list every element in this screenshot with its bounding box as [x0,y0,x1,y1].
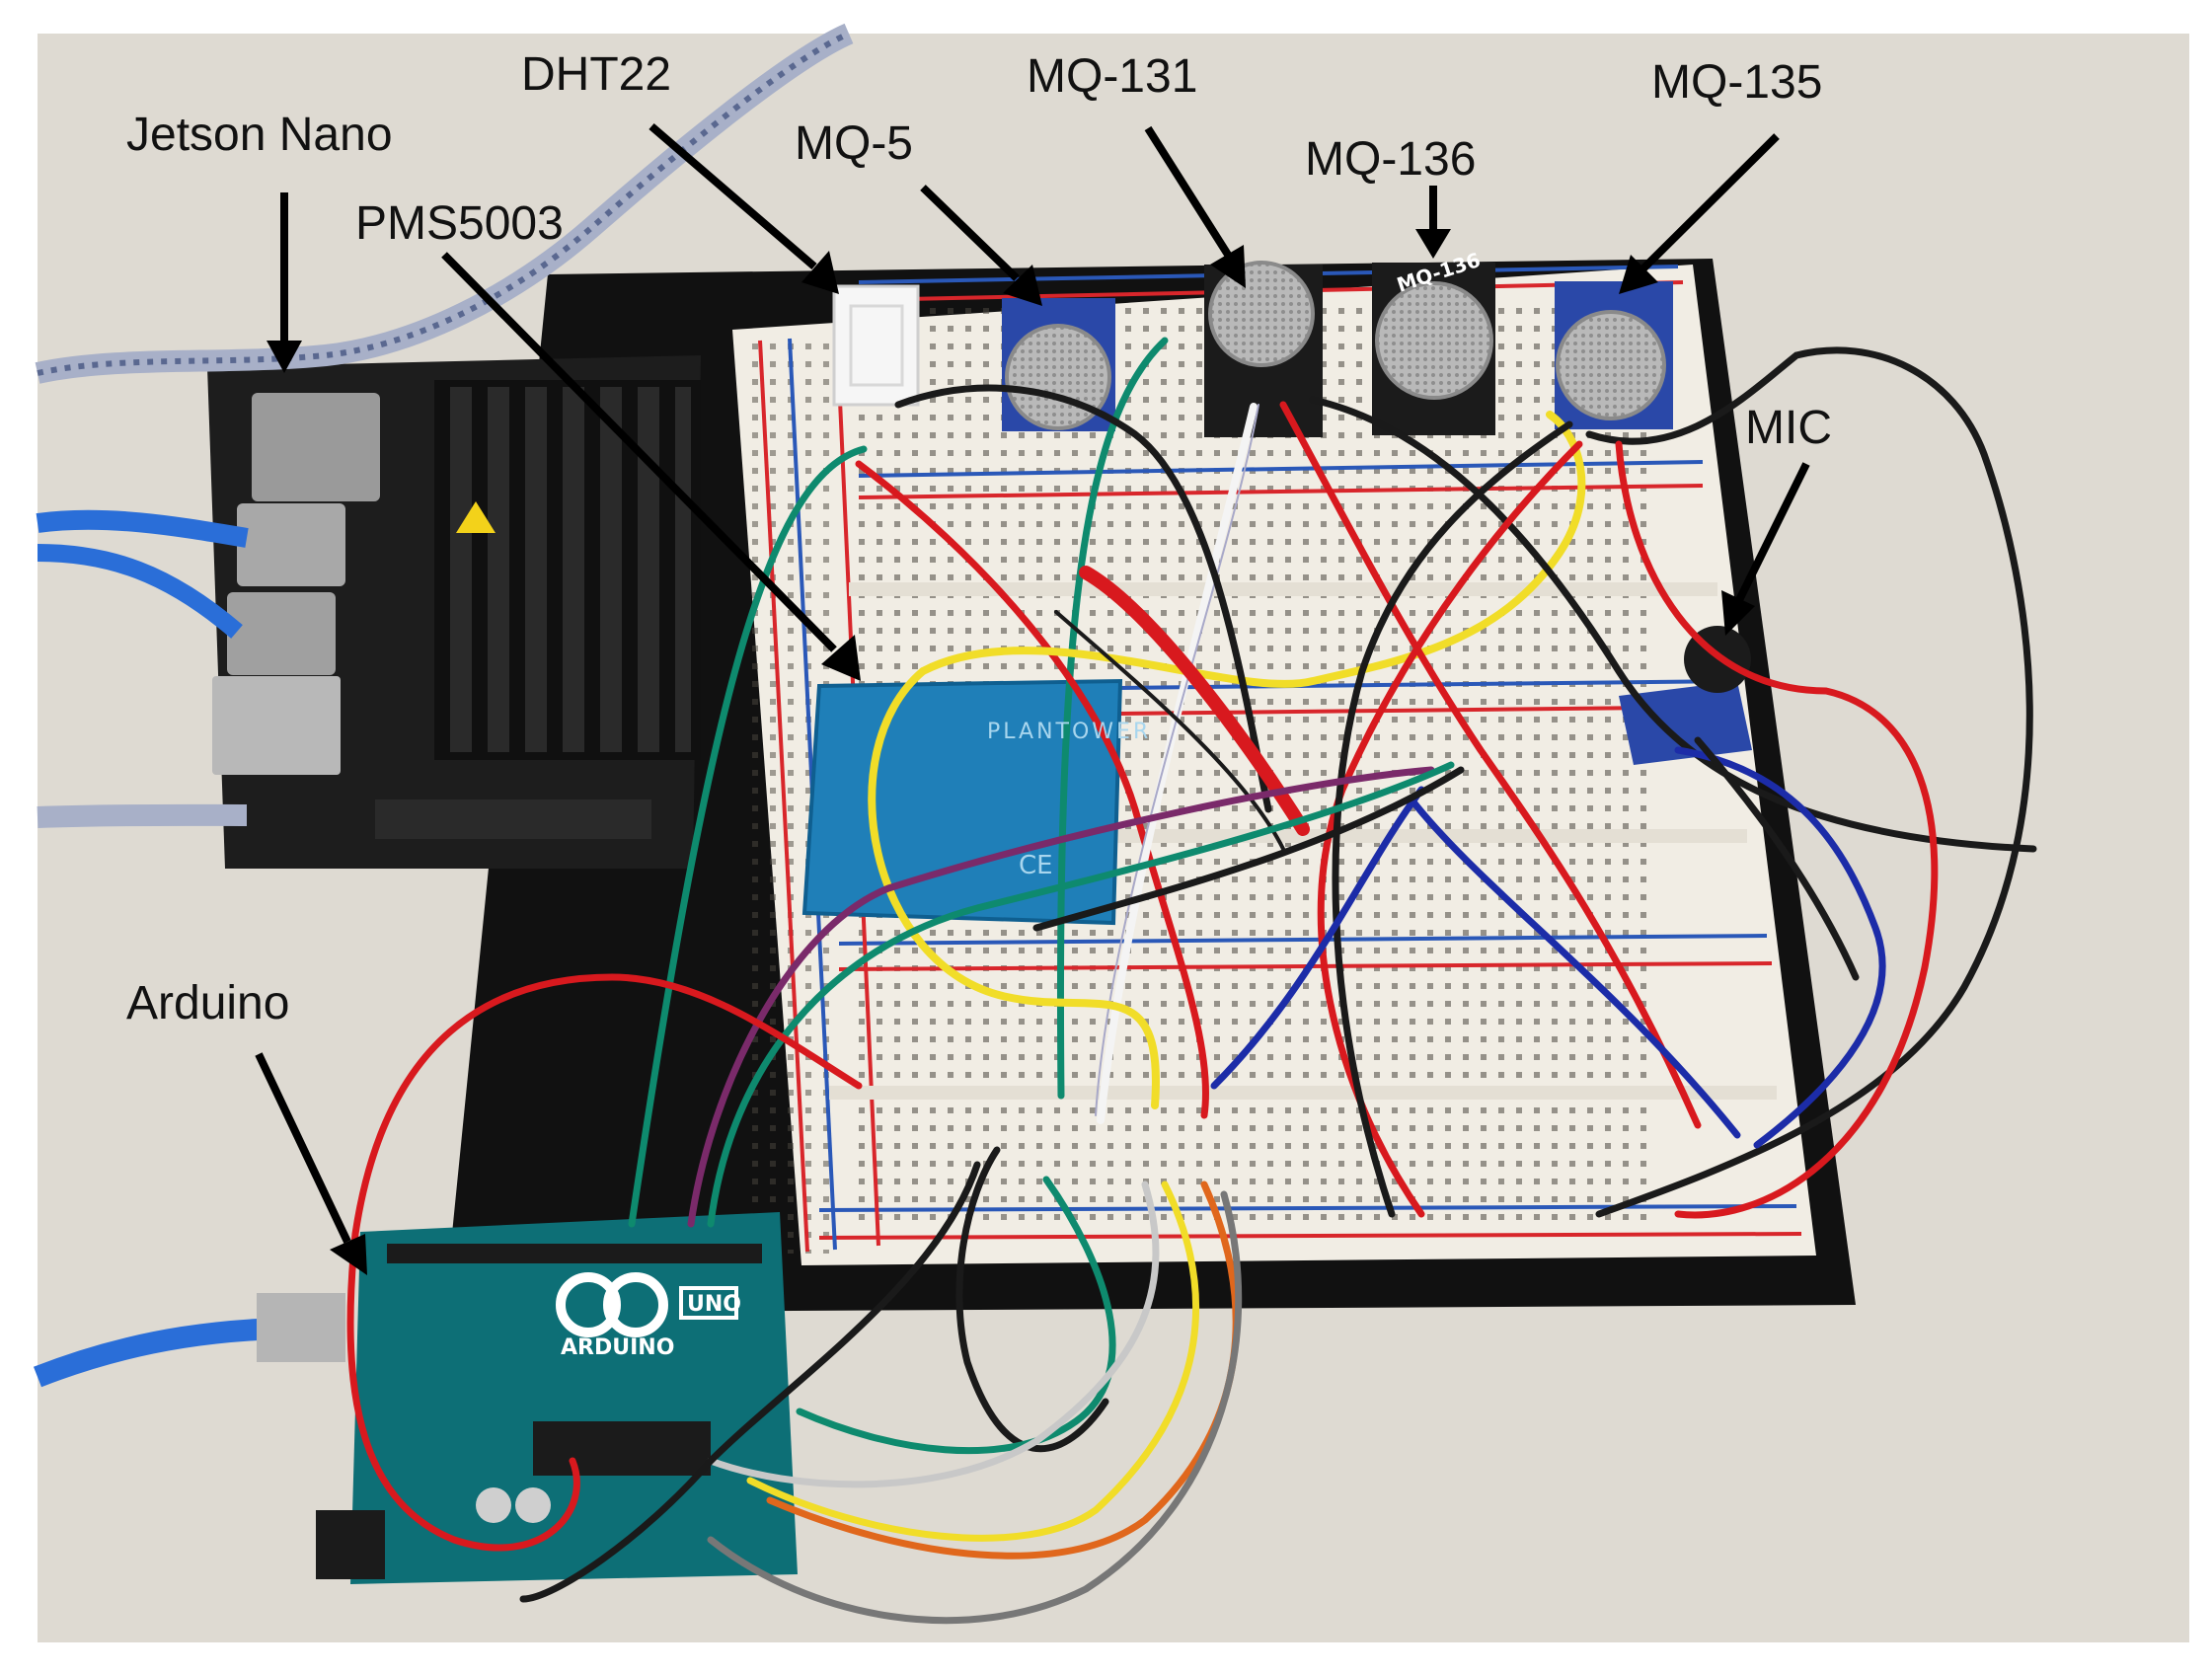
mq135-sensor [1555,281,1673,429]
label-mq5: MQ-5 [795,117,913,170]
arrow-mic [1721,462,1810,636]
arrow-arduino [255,1052,367,1275]
jumper-wires [346,337,2037,1625]
label-dht22: DHT22 [521,48,672,101]
dht22-sensor [832,284,920,407]
arrow-mq135 [1619,133,1780,294]
label-mq136: MQ-136 [1305,133,1477,186]
arrow-jetson [267,192,302,373]
label-mic: MIC [1745,402,1832,454]
arduino-brand-text: ARDUINO [561,1335,674,1360]
label-pms5003: PMS5003 [355,197,564,250]
label-mq131: MQ-131 [1027,50,1198,103]
arrow-pms [441,252,861,681]
jetson-nano-board [207,355,701,869]
label-mq135: MQ-135 [1651,56,1823,109]
arrow-mq5 [920,185,1042,306]
pms-brand-text: PLANTOWER [987,720,1151,744]
arduino-uno-text: UNO [687,1292,741,1317]
arrow-mq136 [1415,186,1451,259]
label-arduino: Arduino [126,977,290,1029]
mq136-sensor [1372,263,1495,435]
pms-ce-mark: CE [1019,851,1053,880]
breadboard [732,265,1816,1265]
mq131-sensor [1204,261,1323,437]
arrow-mq131 [1144,125,1246,288]
label-jetson-nano: Jetson Nano [126,109,393,161]
arrow-dht [648,122,839,294]
annotation-arrows [255,122,1810,1275]
usb-cables [33,23,854,1388]
